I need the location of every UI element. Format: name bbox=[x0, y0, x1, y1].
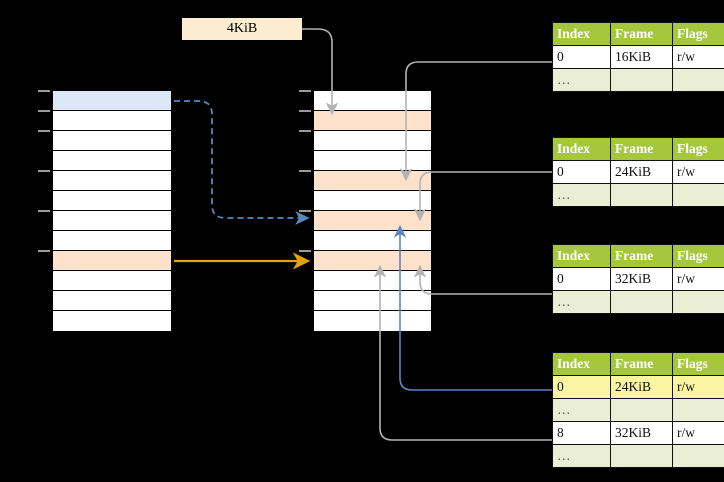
table-cell bbox=[672, 290, 724, 314]
memory-row bbox=[314, 131, 431, 151]
table-cell bbox=[672, 398, 724, 422]
table-cell: 0 bbox=[552, 375, 611, 399]
row-tick-mark bbox=[299, 110, 311, 112]
table-cell: 0 bbox=[552, 160, 611, 184]
memory-row bbox=[314, 171, 431, 191]
table-cell: 16KiB bbox=[610, 45, 673, 69]
row-tick-mark bbox=[299, 250, 311, 252]
physical-memory-column bbox=[313, 90, 432, 331]
row-tick-mark bbox=[299, 130, 311, 132]
virtual-address-space-column bbox=[52, 90, 172, 331]
row-tick-mark bbox=[38, 250, 50, 252]
table-header-index: Index bbox=[552, 137, 611, 161]
row-tick-mark bbox=[38, 210, 50, 212]
memory-row bbox=[53, 291, 171, 311]
table-row: … bbox=[552, 68, 724, 92]
table-header-index: Index bbox=[552, 244, 611, 268]
memory-row bbox=[53, 271, 171, 291]
row-tick-mark bbox=[38, 170, 50, 172]
memory-row bbox=[53, 111, 171, 131]
table-cell: 24KiB bbox=[610, 375, 673, 399]
table-header-flags: Flags bbox=[672, 22, 724, 46]
memory-row bbox=[53, 251, 171, 271]
memory-row bbox=[314, 151, 431, 171]
memory-row bbox=[53, 151, 171, 171]
row-tick-mark bbox=[299, 90, 311, 92]
table-header-frame: Frame bbox=[610, 137, 673, 161]
table-cell bbox=[672, 444, 724, 468]
table-cell bbox=[610, 183, 673, 207]
row-tick-mark bbox=[38, 110, 50, 112]
table-cell bbox=[672, 183, 724, 207]
memory-row bbox=[53, 311, 171, 331]
table-header-frame: Frame bbox=[610, 22, 673, 46]
table-cell: … bbox=[552, 290, 611, 314]
memory-row bbox=[53, 91, 171, 111]
table-cell: r/w bbox=[672, 45, 724, 69]
table-cell bbox=[610, 290, 673, 314]
row-tick-mark bbox=[38, 130, 50, 132]
table-cell: r/w bbox=[672, 421, 724, 445]
table-cell: r/w bbox=[672, 375, 724, 399]
memory-row bbox=[314, 111, 431, 131]
row-tick-mark bbox=[299, 170, 311, 172]
table-cell bbox=[610, 398, 673, 422]
table-header-frame: Frame bbox=[610, 244, 673, 268]
memory-row bbox=[314, 311, 431, 331]
table-cell: 0 bbox=[552, 267, 611, 291]
row-tick-mark bbox=[38, 90, 50, 92]
table-cell: 32KiB bbox=[610, 267, 673, 291]
memory-row bbox=[314, 251, 431, 271]
table-cell: … bbox=[552, 68, 611, 92]
memory-row bbox=[314, 91, 431, 111]
memory-row bbox=[53, 191, 171, 211]
table-header-frame: Frame bbox=[610, 352, 673, 376]
table-row: … bbox=[552, 398, 724, 422]
table-row: … bbox=[552, 183, 724, 207]
table-cell: r/w bbox=[672, 267, 724, 291]
memory-row bbox=[314, 271, 431, 291]
table-cell: 24KiB bbox=[610, 160, 673, 184]
page-size-label: 4KiB bbox=[182, 18, 302, 40]
table-cell bbox=[672, 68, 724, 92]
table-row: … bbox=[552, 444, 724, 468]
memory-row bbox=[314, 291, 431, 311]
table-row: … bbox=[552, 290, 724, 314]
table-header-index: Index bbox=[552, 22, 611, 46]
memory-row bbox=[53, 211, 171, 231]
table-cell: 0 bbox=[552, 45, 611, 69]
memory-row bbox=[53, 171, 171, 191]
table-cell bbox=[610, 68, 673, 92]
memory-row bbox=[314, 211, 431, 231]
table-header-flags: Flags bbox=[672, 137, 724, 161]
row-tick-mark bbox=[299, 210, 311, 212]
table-cell bbox=[610, 444, 673, 468]
table-cell: 32KiB bbox=[610, 421, 673, 445]
memory-row bbox=[53, 231, 171, 251]
table-cell: 8 bbox=[552, 421, 611, 445]
memory-row bbox=[314, 231, 431, 251]
table-header-index: Index bbox=[552, 352, 611, 376]
memory-row bbox=[53, 131, 171, 151]
table-cell: … bbox=[552, 183, 611, 207]
memory-row bbox=[314, 191, 431, 211]
table-cell: r/w bbox=[672, 160, 724, 184]
table-cell: … bbox=[552, 444, 611, 468]
table-header-flags: Flags bbox=[672, 244, 724, 268]
table-cell: … bbox=[552, 398, 611, 422]
table-header-flags: Flags bbox=[672, 352, 724, 376]
